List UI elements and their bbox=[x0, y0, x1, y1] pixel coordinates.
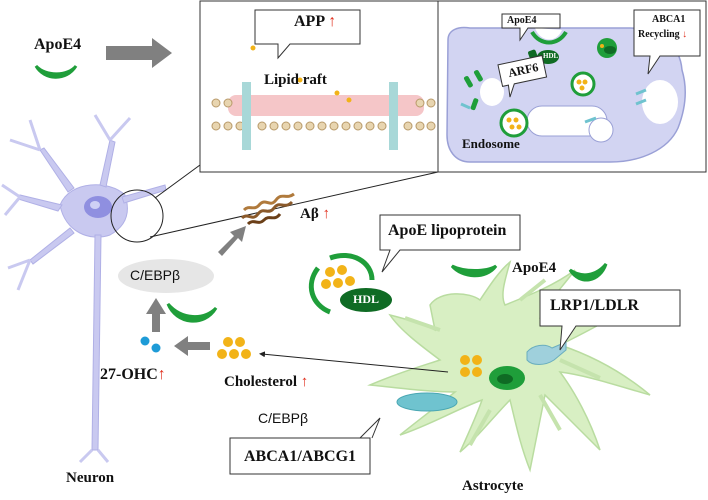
app-protein-right bbox=[389, 82, 398, 150]
hdl-small-label: HDL bbox=[543, 52, 559, 60]
app-text: APP bbox=[294, 13, 325, 30]
lipid-raft-label: Lipid raft bbox=[264, 72, 327, 88]
cebpb-neuron-label: C/EBPβ bbox=[130, 267, 181, 283]
vesicle-endosome bbox=[499, 108, 529, 138]
cebpb-astro-label: C/EBPβ bbox=[258, 410, 309, 426]
gray-arrow-to-abeta bbox=[218, 226, 246, 256]
vesicle-cholesterol bbox=[570, 71, 596, 97]
raft-cholesterol-dots bbox=[250, 45, 352, 103]
abeta-up-arrow: ↑ bbox=[322, 206, 331, 222]
zoom-circle bbox=[110, 189, 164, 243]
hdl-label: HDL bbox=[353, 292, 380, 306]
apoe4-astro-label: ApoE4 bbox=[512, 260, 557, 276]
abeta-fibrils bbox=[240, 192, 295, 226]
apoe4-top-crescent bbox=[34, 64, 78, 79]
abeta-text: Aβ bbox=[300, 206, 319, 222]
recycling-down-arrow: ↓ bbox=[682, 29, 688, 40]
app-label: APP ↑ bbox=[294, 13, 336, 31]
gray-arrow-right bbox=[106, 38, 172, 68]
lrp1-ldlr-receptor bbox=[526, 341, 567, 365]
gray-arrow-left bbox=[174, 336, 210, 356]
lipid-raft-region bbox=[228, 95, 424, 116]
apoe4-top-label: ApoE4 bbox=[34, 36, 82, 53]
apoe-lipoprotein-label: ApoE lipoprotein bbox=[388, 222, 507, 239]
cholesterol-label: Cholesterol ↑ bbox=[224, 374, 308, 391]
apoe-lipoprotein-particle bbox=[308, 252, 392, 315]
astrocyte-cell bbox=[367, 259, 651, 473]
abca1-recycling-label-1: ABCA1 bbox=[652, 14, 686, 25]
apoe4-callout-label: ApoE4 bbox=[507, 15, 537, 26]
apoe4-neuron-crescent bbox=[166, 302, 218, 323]
gray-arrow-up bbox=[146, 298, 166, 332]
membrane-bilayer bbox=[211, 98, 436, 131]
abca1-recycling-label-2: Recycling ↓ bbox=[638, 29, 687, 40]
27-ohc-dots bbox=[140, 336, 161, 353]
recycling-text: Recycling bbox=[638, 29, 680, 40]
astrocyte-cholesterol bbox=[460, 355, 482, 377]
27-ohc-text: 27-OHC bbox=[100, 366, 158, 383]
lrp1-ldlr-label: LRP1/LDLR bbox=[550, 297, 639, 314]
cholesterol-dots bbox=[217, 337, 251, 359]
cholesterol-text: Cholesterol bbox=[224, 374, 298, 390]
app-up-arrow: ↑ bbox=[328, 13, 337, 30]
astrocyte-label: Astrocyte bbox=[462, 478, 524, 494]
vesicle-hdl-right bbox=[597, 38, 617, 58]
apoe4-astro-crescent-2 bbox=[568, 262, 608, 282]
endosome-label: Endosome bbox=[462, 136, 520, 151]
arf6-particles bbox=[464, 70, 483, 111]
abca1-abcg1-label: ABCA1/ABCG1 bbox=[244, 448, 357, 465]
apoe4-astro-crescent-1 bbox=[450, 264, 498, 278]
transport-arrow bbox=[259, 351, 449, 373]
abca1-abcg1-transporter bbox=[396, 392, 458, 412]
app-protein-left bbox=[242, 82, 251, 150]
abca1-receptors bbox=[460, 88, 647, 124]
27-ohc-up-arrow: ↑ bbox=[157, 366, 166, 383]
neuron-label: Neuron bbox=[66, 470, 115, 486]
abeta-label: Aβ ↑ bbox=[300, 206, 330, 223]
cholesterol-up-arrow: ↑ bbox=[300, 374, 309, 390]
apoe4-endosome-crescent bbox=[530, 30, 568, 45]
cebpb-ellipse bbox=[118, 259, 214, 293]
27-ohc-label: 27-OHC↑ bbox=[100, 366, 166, 384]
